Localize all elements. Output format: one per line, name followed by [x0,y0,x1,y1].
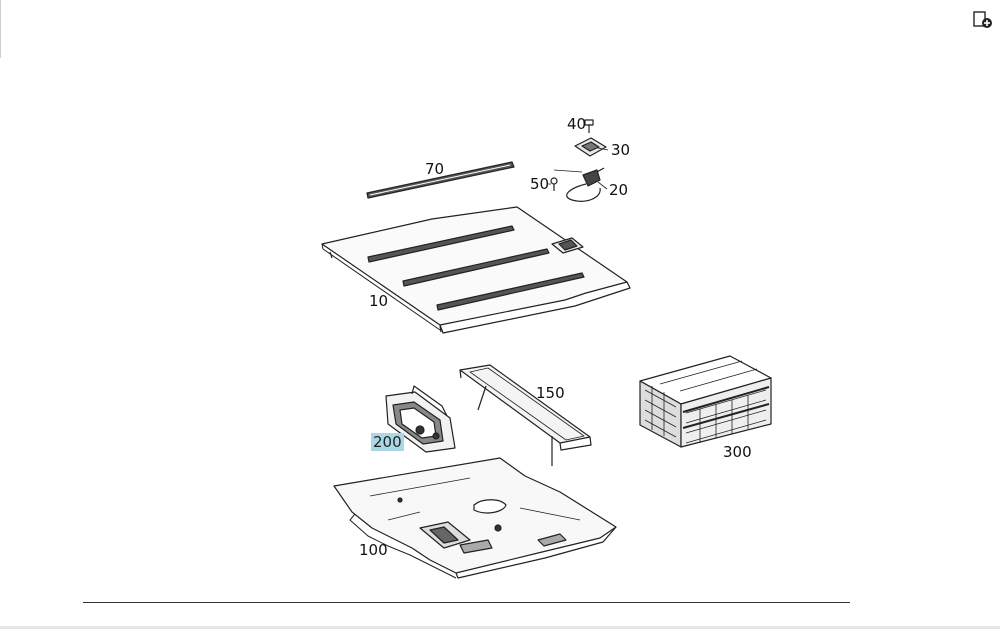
callout-70[interactable]: 70 [425,160,445,178]
callout-20[interactable]: 20 [609,181,629,199]
callout-40[interactable]: 40 [567,115,587,133]
part-300-folding-crate[interactable] [639,355,772,448]
bottom-scrollbar-track [0,626,1000,629]
callout-150[interactable]: 150 [536,384,565,402]
part-20-cable-latch[interactable] [553,167,605,202]
part-150-cover-rail[interactable] [459,364,592,466]
part-200-storage-tray[interactable] [385,385,456,453]
leader-lines [548,124,609,190]
divider-line [83,602,850,603]
callout-100[interactable]: 100 [359,541,388,559]
left-panel-edge [0,0,1,58]
part-100-floor-liner[interactable] [333,457,617,579]
callout-300[interactable]: 300 [723,443,752,461]
part-30-bracket[interactable] [574,137,607,157]
part-50-screw[interactable] [550,177,558,191]
callout-50[interactable]: 50 [530,175,550,193]
part-70-strip[interactable] [366,161,515,199]
callout-30[interactable]: 30 [611,141,631,159]
callout-200[interactable]: 200 [371,433,404,451]
add-to-list-icon[interactable] [972,10,994,30]
part-10-load-floor-panel[interactable] [321,206,631,334]
callout-10[interactable]: 10 [369,292,389,310]
